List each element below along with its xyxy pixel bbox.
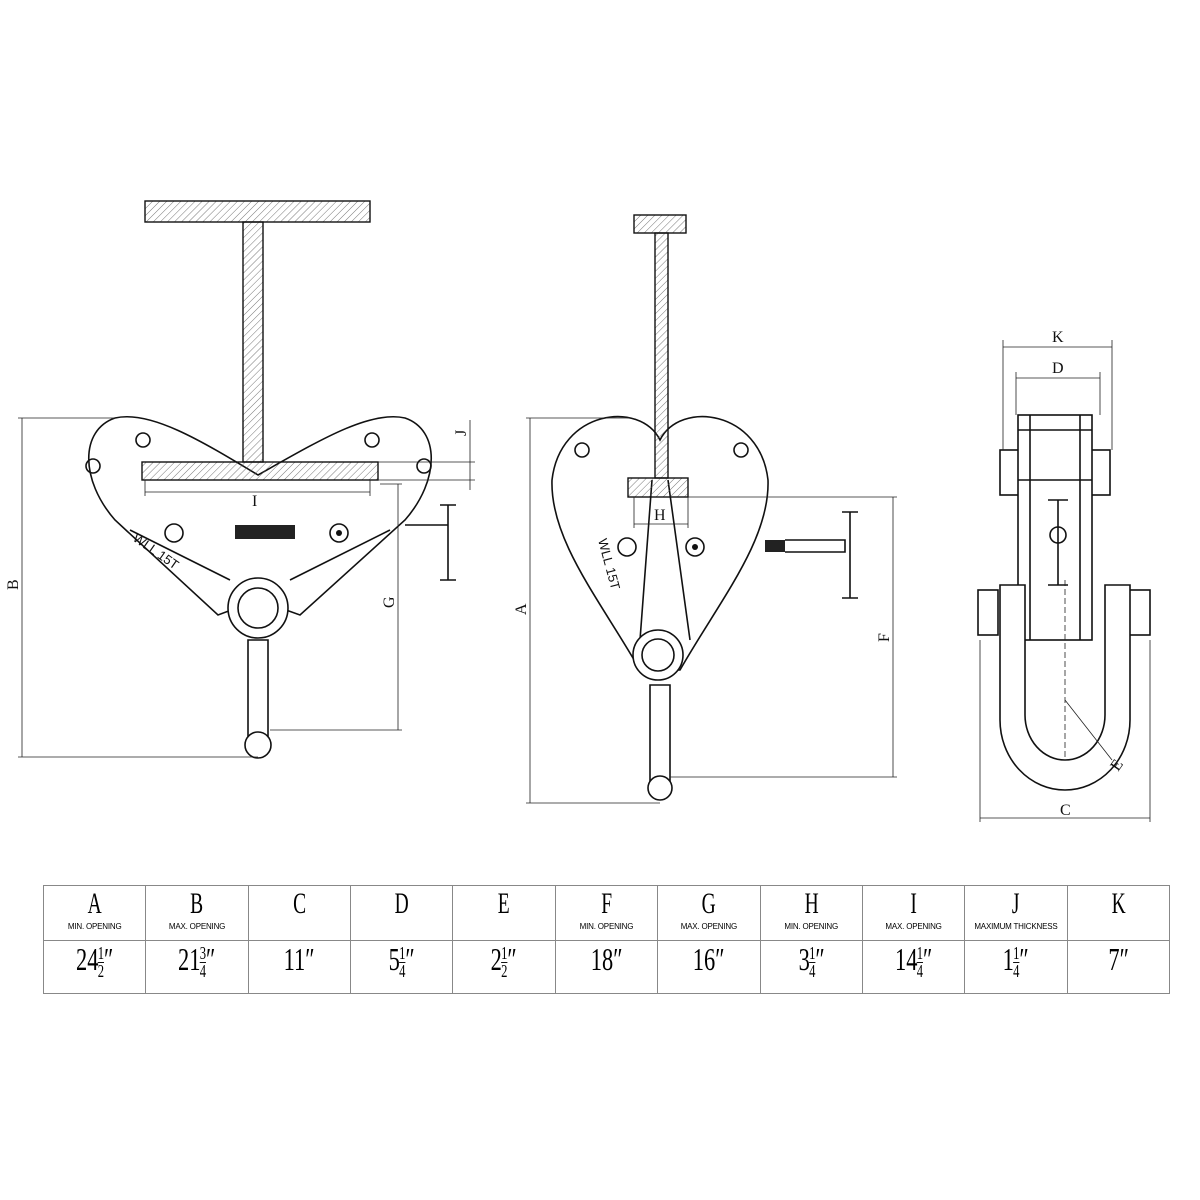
dimension-note: MAXIMUM THICKNESS (974, 922, 1058, 931)
header-cell-a: A MIN. OPENING (42, 885, 147, 941)
beam-top-flange (144, 200, 371, 223)
dimension-value: 18″ (590, 941, 623, 977)
dimension-letter: C (292, 887, 306, 920)
dimension-note: MAX. OPENING (885, 922, 942, 931)
dimension-value: 16″ (692, 941, 725, 977)
dimension-letter: J (1012, 887, 1020, 920)
header-cell-j: J MAXIMUM THICKNESS (964, 885, 1068, 941)
front-view-max-opening: WLL 15T B G I J (5, 200, 475, 759)
header-cell-f: F MIN. OPENING (554, 885, 659, 941)
nut-right (1127, 589, 1151, 636)
front-view-min-opening: WLL 15T A F H (513, 214, 897, 804)
side-view: E K D C (977, 329, 1151, 822)
dimension-note: MAX. OPENING (168, 922, 226, 931)
dimension-letter: B (190, 887, 204, 920)
dimension-value: 7″ (1108, 941, 1129, 977)
dimension-spec-table: A MIN. OPENING B MAX. OPENING C D E F MIN. OPENI… (42, 885, 1171, 994)
header-cell-e: E (452, 885, 556, 941)
dim-label-b: B (5, 579, 22, 590)
beam-web (654, 232, 669, 479)
dim-label-j: J (453, 430, 470, 436)
dim-label-g: G (381, 596, 398, 608)
swivel-ring (632, 629, 684, 681)
value-cell-c: 11″ (247, 940, 352, 994)
beam-top-flange (633, 214, 687, 234)
header-cell-g: G MAX. OPENING (657, 885, 761, 941)
shackle (999, 584, 1131, 791)
dim-label-i: I (252, 493, 257, 510)
header-cell-d: D (350, 885, 454, 941)
dimension-letter: K (1111, 887, 1126, 920)
dimension-note: MIN. OPENING (579, 922, 634, 931)
dim-label-d: D (1052, 360, 1064, 377)
dimension-letter: D (394, 887, 409, 920)
dimension-letter: A (87, 887, 102, 920)
beam-bottom-flange (141, 461, 379, 481)
beam-bottom-flange (627, 477, 689, 498)
value-cell-k: 7″ (1066, 940, 1171, 994)
dim-label-a: A (513, 603, 530, 615)
dimension-value: 11″ (283, 941, 315, 977)
dimension-note: MIN. OPENING (784, 922, 838, 931)
header-cell-h: H MIN. OPENING (759, 885, 863, 941)
dim-label-c: C (1060, 802, 1071, 819)
dimension-note: MIN. OPENING (67, 922, 122, 931)
header-cell-b: B MAX. OPENING (145, 885, 249, 941)
clamp-jaws (87, 416, 433, 616)
swivel-ring (227, 577, 289, 639)
dim-label-h: H (654, 507, 666, 524)
beam-web (242, 221, 264, 463)
dim-label-k: K (1052, 329, 1064, 346)
dimension-letter: H (804, 887, 819, 920)
dimension-letter: G (701, 887, 716, 920)
header-cell-k: K (1066, 885, 1171, 941)
tightening-screw (405, 504, 456, 581)
table-header-row: A MIN. OPENING B MAX. OPENING C D E F MIN. OPENI… (42, 885, 1171, 941)
value-cell-g: 16″ (657, 940, 761, 994)
beam-clamp-drawing: WLL 15T B G I J WLL 15T A F H (5, 200, 1151, 822)
dimension-note: MAX. OPENING (680, 922, 737, 931)
header-cell-i: I MAX. OPENING (861, 885, 966, 941)
nut-left (977, 589, 999, 636)
header-cell-c: C (247, 885, 352, 941)
dimension-letter: E (498, 887, 511, 920)
tightening-screw (785, 511, 858, 599)
screw-thread (235, 525, 295, 539)
value-cell-f: 18″ (554, 940, 659, 994)
dimension-letter: F (601, 887, 612, 920)
dim-label-f: F (876, 633, 893, 642)
dimension-letter: I (910, 887, 917, 920)
